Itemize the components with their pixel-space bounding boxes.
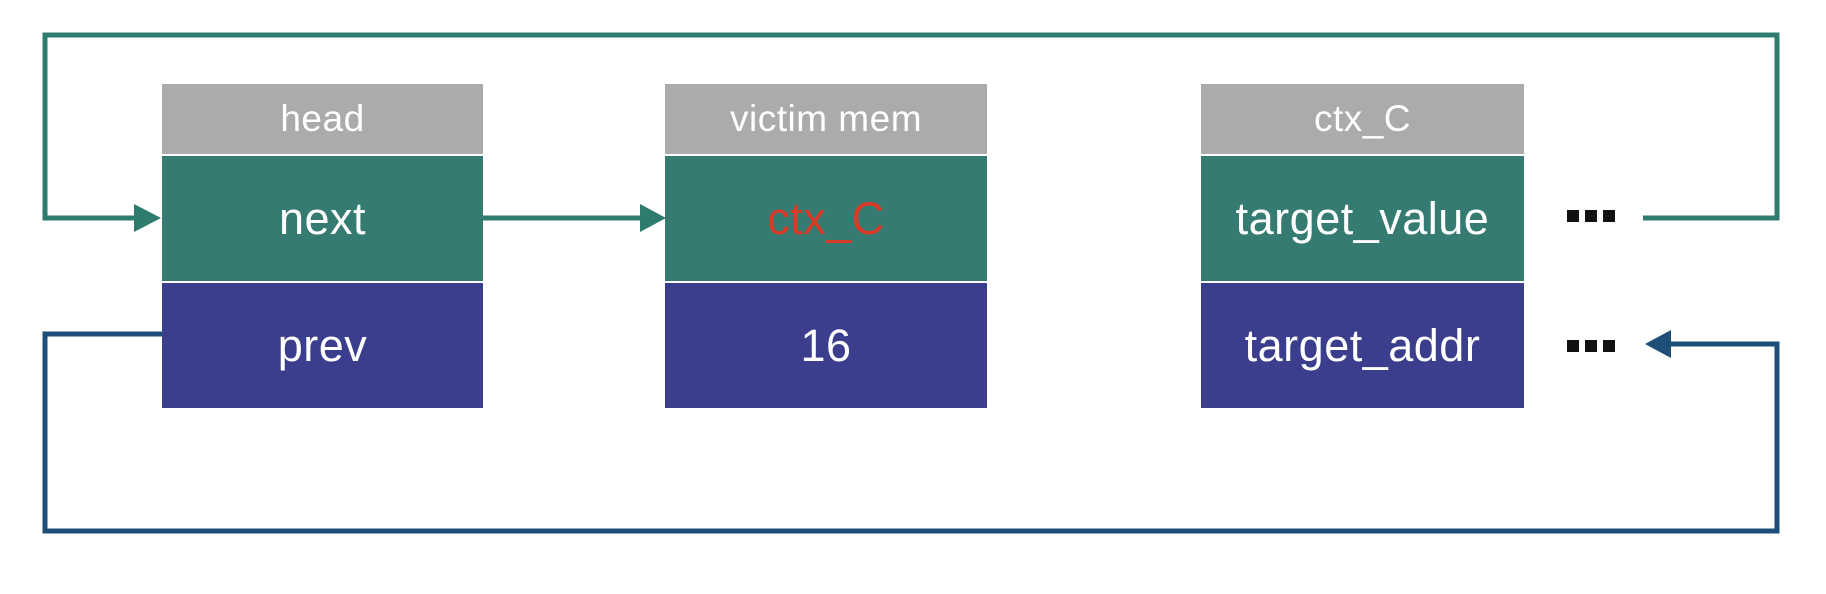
cell-head-prev: prev (162, 283, 483, 408)
ellipsis-icon-after-target-addr (1567, 340, 1615, 352)
cell-head-next: next (162, 156, 483, 281)
ellipsis-dot (1603, 210, 1615, 222)
ellipsis-dot (1585, 210, 1597, 222)
edge-prev-to-target-addr (42, 331, 1780, 534)
edge-loop-to-head-next (42, 32, 1780, 221)
node-head: head next prev (162, 84, 483, 408)
arrowhead-into-victim-icon (640, 204, 666, 232)
node-victim-mem: victim mem ctx_C 16 (665, 84, 987, 408)
ellipsis-dot (1567, 340, 1579, 352)
node-ctx-c: ctx_C target_value target_addr (1201, 84, 1524, 408)
ellipsis-dot (1585, 340, 1597, 352)
node-head-title: head (162, 84, 483, 154)
arrowhead-into-head-next-icon (134, 204, 161, 232)
ellipsis-dot (1567, 210, 1579, 222)
arrowhead-into-target-addr-icon (1645, 330, 1671, 358)
ellipsis-icon-after-target-value (1567, 210, 1615, 222)
cell-victim-size: 16 (665, 283, 987, 408)
node-victim-title: victim mem (665, 84, 987, 154)
cell-target-addr: target_addr (1201, 283, 1524, 408)
node-ctx-c-title: ctx_C (1201, 84, 1524, 154)
ellipsis-dot (1603, 340, 1615, 352)
cell-target-value: target_value (1201, 156, 1524, 281)
cell-victim-next-ctx-c: ctx_C (665, 156, 987, 281)
